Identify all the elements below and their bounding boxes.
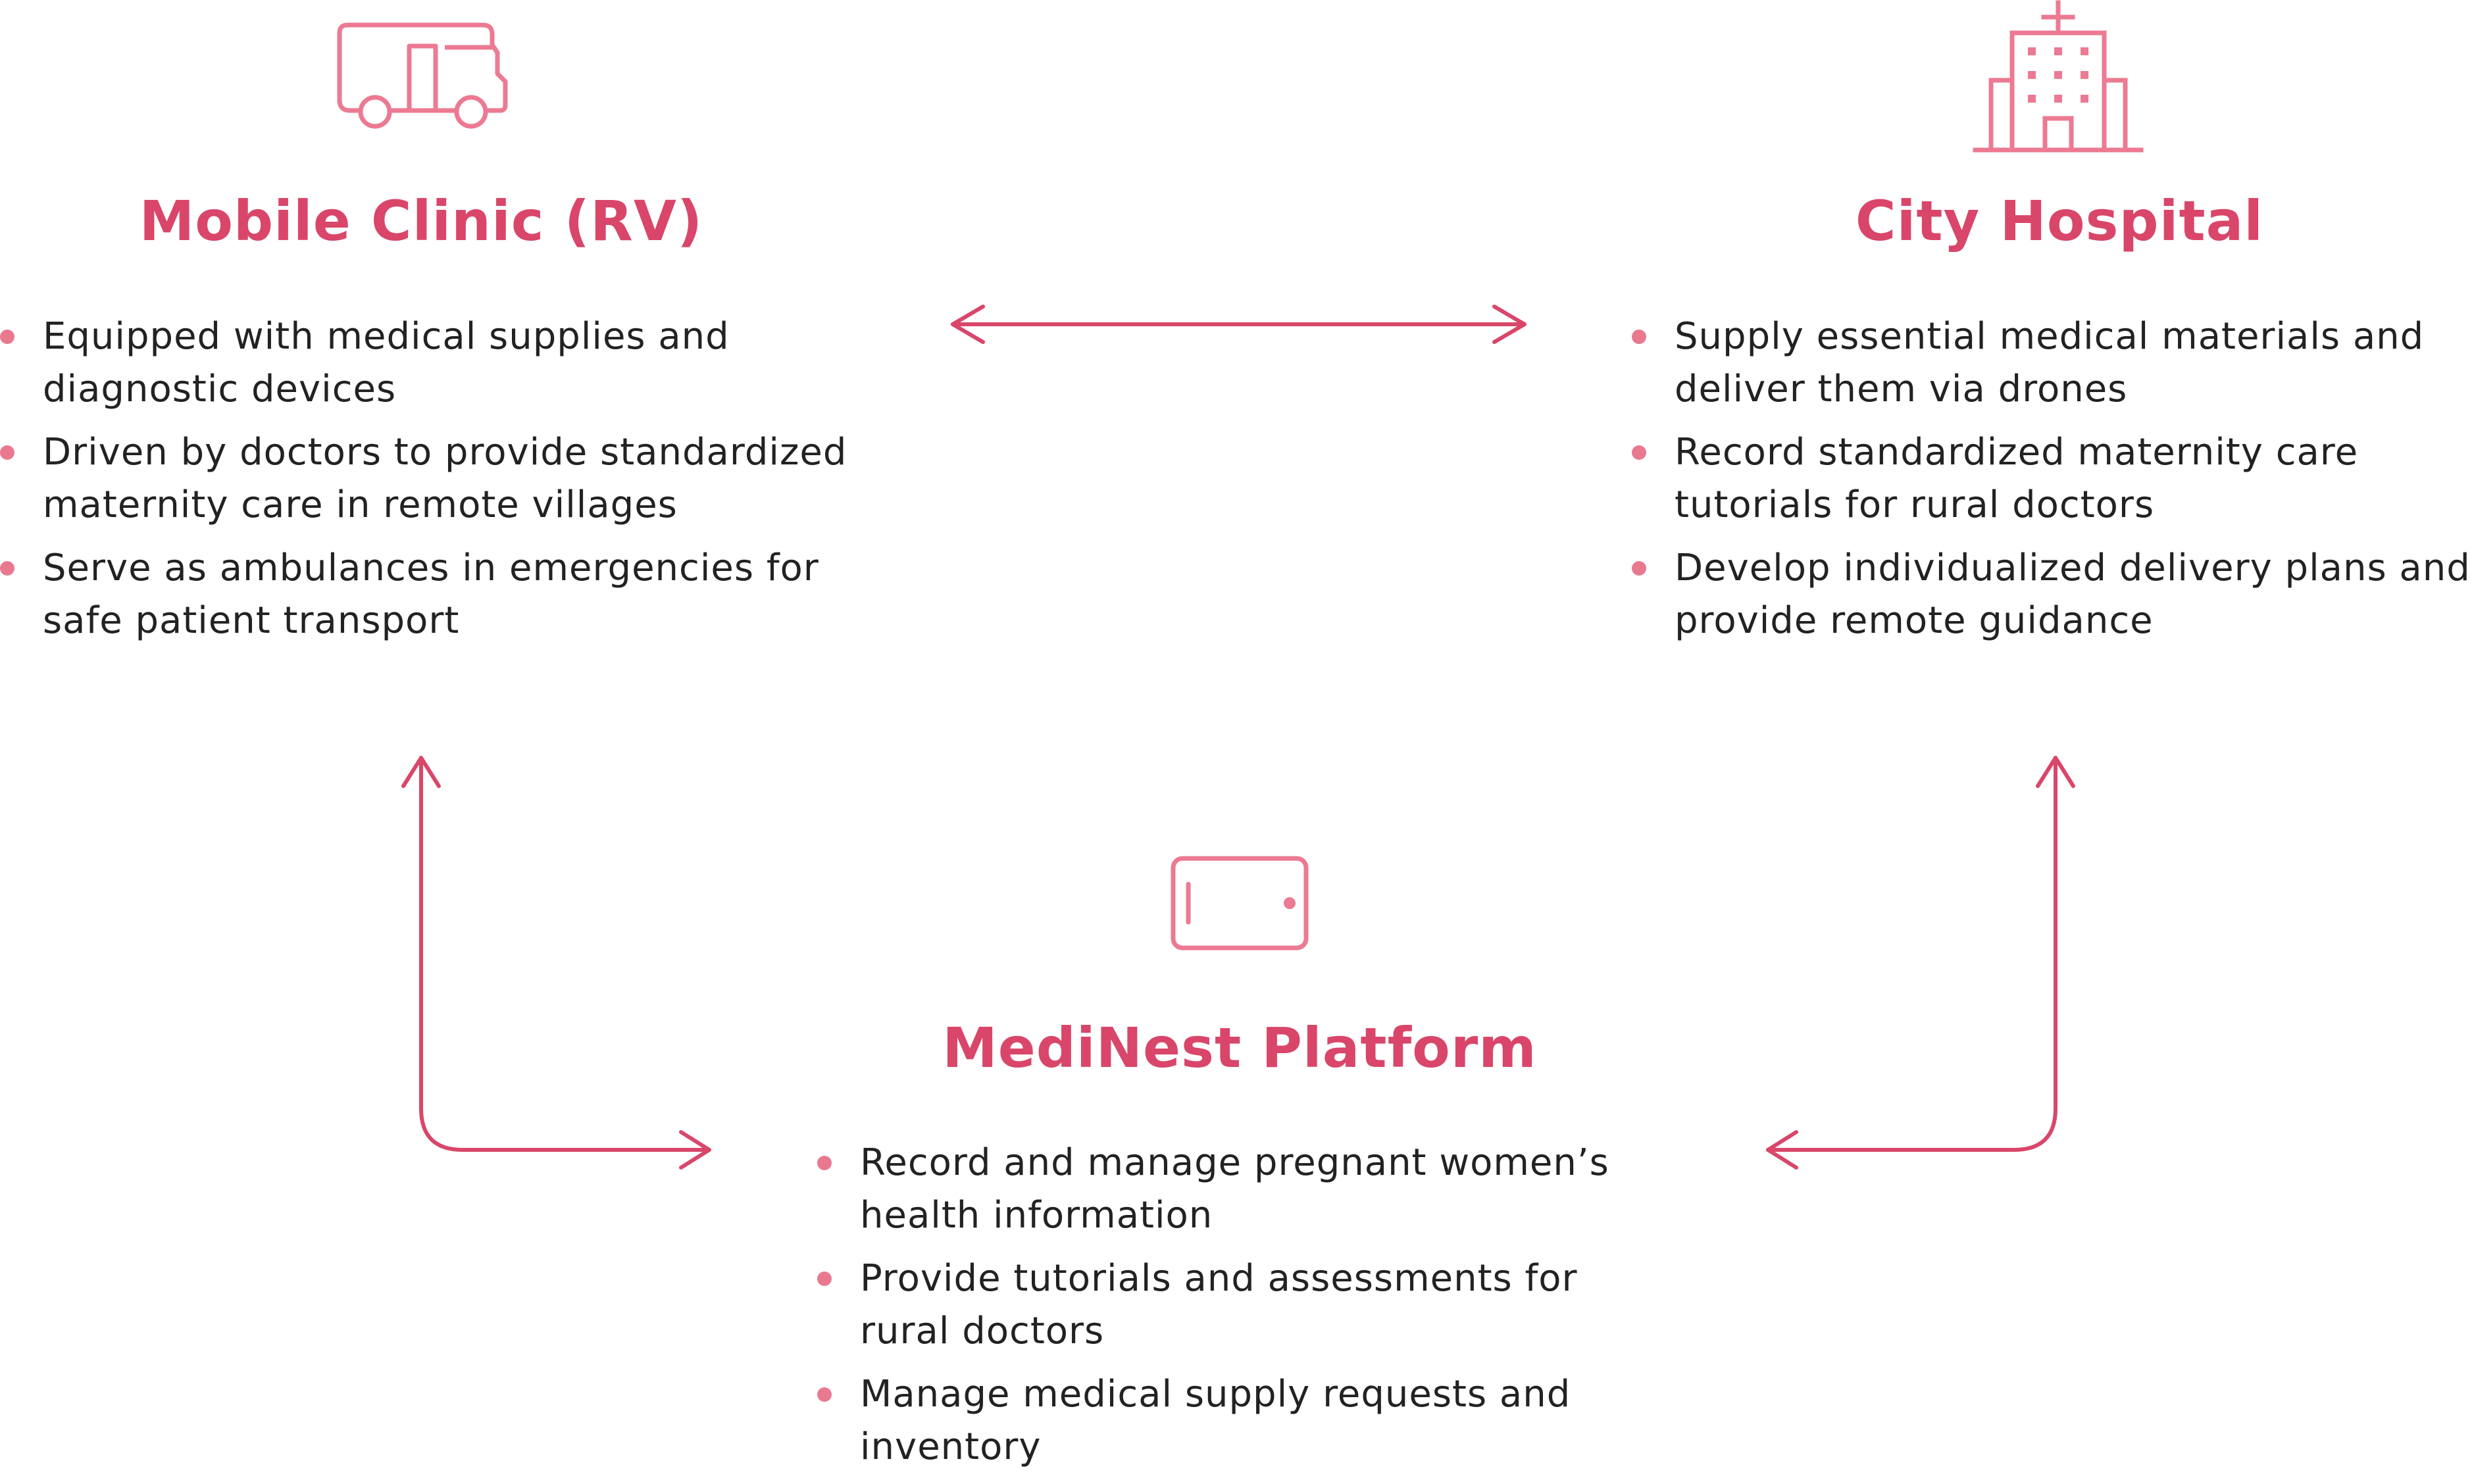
edge-hospital-medinest <box>1766 756 2075 1170</box>
list-item: Record standardized maternity care tutor… <box>1632 426 2474 532</box>
edge-clinic-hospital <box>951 305 1527 344</box>
bullet-dot <box>1632 445 1646 460</box>
bullet-dot <box>0 561 14 576</box>
list-item: Equipped with medical supplies and diagn… <box>0 310 882 416</box>
node-title: Mobile Clinic (RV) <box>139 189 703 253</box>
list-item: Record and manage pregnant women’s healt… <box>817 1137 1673 1242</box>
bullet-dot <box>1632 561 1646 576</box>
list-item: Driven by doctors to provide standardize… <box>0 426 882 532</box>
list-item: Supply essential medical materials and d… <box>1632 310 2474 416</box>
bullet-dot <box>0 330 14 344</box>
bullet-dot <box>1632 330 1646 344</box>
tablet-icon <box>1171 856 1309 951</box>
hospital-building-icon <box>1973 0 2144 153</box>
list-item: Serve as ambulances in emergencies for s… <box>0 542 882 647</box>
bullet-dot <box>817 1272 832 1286</box>
bullet-list: Equipped with medical supplies and diagn… <box>0 310 882 658</box>
bullet-list: Record and manage pregnant women’s healt… <box>817 1137 1673 1484</box>
bullet-dot <box>817 1156 832 1170</box>
bullet-dot <box>817 1387 832 1402</box>
node-title: City Hospital <box>1855 189 2264 253</box>
rv-truck-icon <box>337 22 508 129</box>
list-item: Develop individualized delivery plans an… <box>1632 542 2474 647</box>
edge-clinic-medinest <box>401 756 711 1170</box>
bullet-dot <box>0 445 14 460</box>
list-item: Provide tutorials and assessments for ru… <box>817 1252 1673 1358</box>
list-item: Manage medical supply requests and inven… <box>817 1368 1673 1473</box>
bullet-list: Supply essential medical materials and d… <box>1632 310 2474 658</box>
node-title: MediNest Platform <box>942 1016 1537 1080</box>
